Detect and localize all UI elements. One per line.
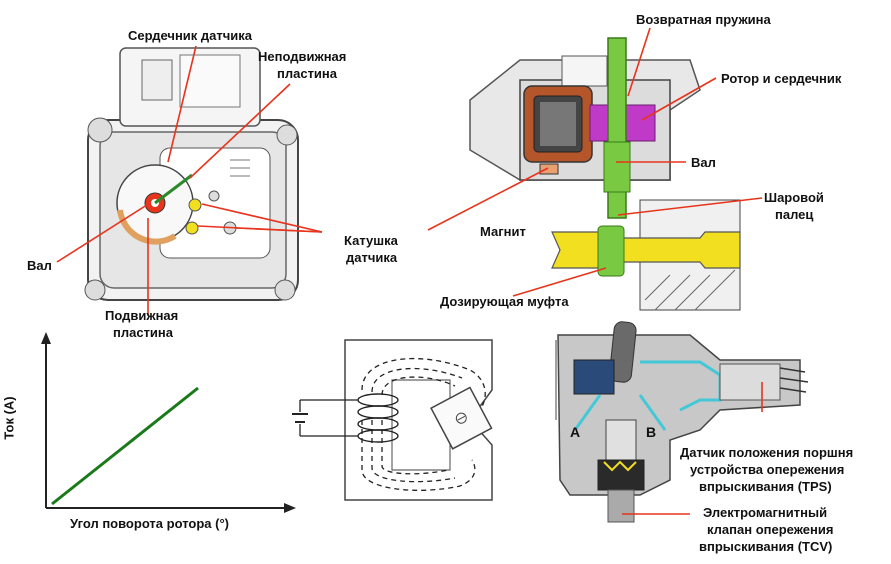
label-tps-line2: устройства опережения xyxy=(690,462,845,477)
sensor-drawing xyxy=(84,47,299,301)
actuator-drawing xyxy=(469,37,741,311)
current-line xyxy=(51,386,199,506)
label-fixed-plate-line2: пластина xyxy=(277,66,338,81)
label-actuator-shaft: Вал xyxy=(691,155,716,170)
label-tps-line1: Датчик положения поршня xyxy=(680,445,854,460)
label-sensor-coil-line1: Катушка xyxy=(344,233,398,248)
label-tps-line3: впрыскивания (TPS) xyxy=(699,479,832,494)
label-tcv-line2: клапан опережения xyxy=(707,522,834,537)
label-sensor-shaft: Вал xyxy=(27,258,52,273)
graph-x-axis-label: Угол поворота ротора (°) xyxy=(70,516,229,531)
label-magnet: Магнит xyxy=(480,224,526,239)
actuator-leaders xyxy=(427,27,763,297)
label-moving-plate-line2: пластина xyxy=(113,325,174,340)
label-return-spring: Возвратная пружина xyxy=(636,12,771,27)
label-chamber-a: A xyxy=(570,424,581,440)
sensor-leaders xyxy=(56,45,323,316)
label-tcv-line1: Электромагнитный xyxy=(703,505,828,520)
label-tcv-line3: впрыскивания (TCV) xyxy=(699,539,833,554)
timer-drawing xyxy=(555,321,809,523)
label-fixed-plate-line1: Неподвижная xyxy=(258,49,347,64)
label-metering-sleeve: Дозирующая муфта xyxy=(440,294,569,309)
label-chamber-b: B xyxy=(646,424,657,440)
label-ball-pin-line2: палец xyxy=(775,207,814,222)
label-rotor-core: Ротор и сердечник xyxy=(721,71,842,86)
label-sensor-core: Сердечник датчика xyxy=(128,28,253,43)
graph-y-axis-label: Ток (А) xyxy=(1,396,17,440)
current-angle-graph xyxy=(41,332,296,513)
timer-leaders xyxy=(622,382,763,515)
label-moving-plate-line1: Подвижная xyxy=(105,308,179,323)
magnetic-circuit-diagram xyxy=(292,339,493,501)
label-ball-pin-line1: Шаровой xyxy=(764,190,824,205)
label-sensor-coil-line2: датчика xyxy=(346,250,398,265)
